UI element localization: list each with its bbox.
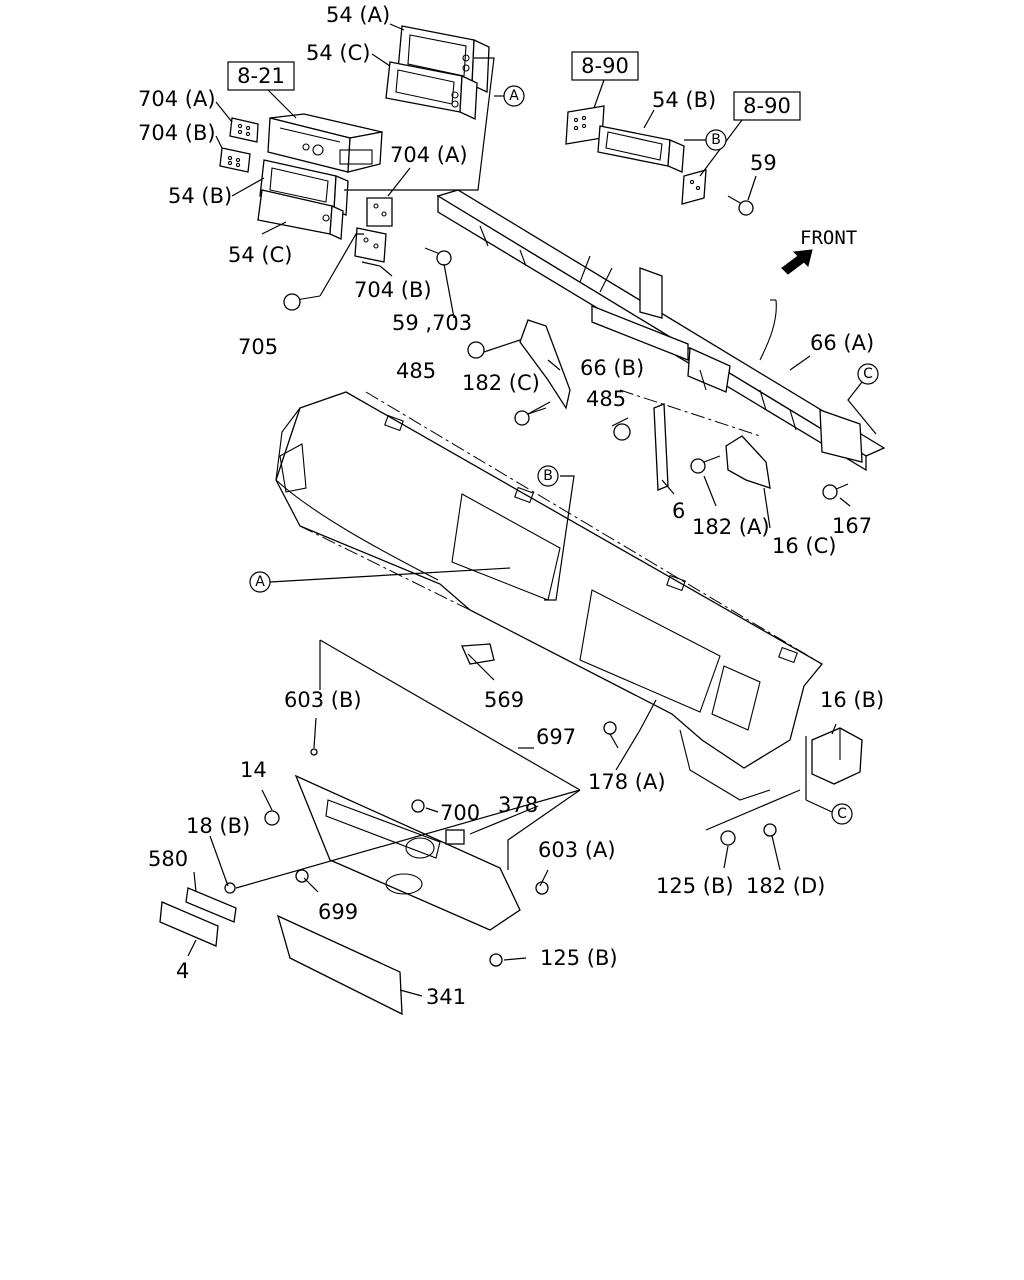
leader-lines [187,23,877,997]
label-54c-top: 54 (C) [306,41,370,65]
label-54a-top: 54 (A) [326,3,390,27]
part-54c-pocket-drawing [385,61,478,120]
label-485-right: 485 [586,387,626,411]
part-54b-right-pocket-drawing [597,125,685,173]
circle-ref-a-panel-letter: A [255,574,265,590]
screw-59-703-drawing [424,247,452,266]
label-54b-left: 54 (B) [168,184,232,208]
circle-ref-c-top-letter: C [863,366,873,382]
label-580: 580 [148,847,188,871]
label-59-right: 59 [750,151,777,175]
part-54c-left-pocket-drawing [257,189,344,240]
label-16b: 16 (B) [820,688,884,712]
part-labels: 54 (A) 54 (C) 704 (A) 704 (B) 54 (B) 54 … [138,3,884,1009]
label-704b-left: 704 (B) [138,121,216,145]
label-603b: 603 (B) [284,688,362,712]
label-603a: 603 (A) [538,838,616,862]
circle-ref-c-panel-letter: C [837,806,847,822]
circle-ref-b-panel: B [537,465,559,487]
bolt-167-drawing [822,483,849,500]
part-704b-bracket-drawing [219,147,251,173]
label-125b-bottom: 125 (B) [540,946,618,970]
label-341: 341 [426,985,466,1009]
phantom-lines [299,389,823,665]
label-704a-left: 704 (A) [138,87,216,111]
label-704a-center: 704 (A) [390,143,468,167]
label-125b-right: 125 (B) [656,874,734,898]
label-66a: 66 (A) [810,331,874,355]
label-178a: 178 (A) [588,770,666,794]
screw-705-drawing [283,293,321,311]
label-705: 705 [238,335,278,359]
circle-ref-a-top: A [503,85,525,107]
label-378: 378 [498,793,538,817]
screw-59-drawing [727,195,754,216]
label-18b: 18 (B) [186,814,250,838]
label-167: 167 [832,514,872,538]
part-66b-bracket-drawing [519,319,571,410]
ref-box-8-90-lower-label: 8-90 [743,94,791,118]
part-704a-bracket-drawing [229,117,259,143]
label-697: 697 [536,725,576,749]
part-16b-bracket-drawing [811,727,863,785]
ref-box-8-90-upper[interactable]: 8-90 [571,51,639,81]
circle-ref-b-top-letter: B [711,132,721,148]
label-182c: 182 (C) [462,371,540,395]
label-54c-left: 54 (C) [228,243,292,267]
circle-ref-a-top-letter: A [509,88,519,104]
label-182a: 182 (A) [692,515,770,539]
part-8-90-bracket-drawing [565,105,605,145]
part-341-lid-drawing [276,914,403,1016]
nut-485-right-drawing [613,423,631,441]
front-indicator: FRONT [781,227,857,275]
nut-485-left-drawing [467,341,485,359]
cross-car-beam-drawing [436,189,886,472]
label-699: 699 [318,900,358,924]
label-485-left: 485 [396,359,436,383]
part-16c-cover-drawing [725,435,771,489]
front-label: FRONT [800,227,857,249]
ref-box-8-21[interactable]: 8-21 [227,61,295,91]
part-8-90-plate-drawing [681,169,707,205]
label-704b-center: 704 (B) [354,278,432,302]
part-6-brace-drawing [653,403,669,491]
lower-panel-drawing [294,774,521,931]
circle-ref-a-panel: A [249,571,271,593]
label-16c: 16 (C) [772,534,836,558]
label-4: 4 [176,959,189,983]
bolt-182c-drawing [514,407,547,426]
label-59-703: 59 ,703 [392,311,472,335]
label-66b: 66 (B) [580,356,644,380]
label-14: 14 [240,758,267,782]
label-182d: 182 (D) [746,874,825,898]
part-580-catch-drawing [185,887,237,923]
ref-box-8-21-label: 8-21 [237,64,285,88]
label-54b-right: 54 (B) [652,88,716,112]
fasteners-drawing [224,748,777,967]
circle-ref-c-panel: C [831,803,853,825]
label-6: 6 [672,499,685,523]
circle-ref-b-top: B [705,129,727,151]
ref-box-8-90-lower[interactable]: 8-90 [733,91,801,121]
circle-ref-c-top: C [857,363,879,385]
bolt-182a-drawing [690,455,721,474]
circle-ref-b-panel-letter: B [543,468,553,484]
part-8-21-unit-drawing [267,113,383,173]
ref-box-8-90-upper-label: 8-90 [581,54,629,78]
part-704-center-brackets-drawing [354,197,393,263]
label-569: 569 [484,688,524,712]
label-700: 700 [440,801,480,825]
front-arrow-icon [781,249,813,275]
part-4-handle-drawing [159,901,219,947]
